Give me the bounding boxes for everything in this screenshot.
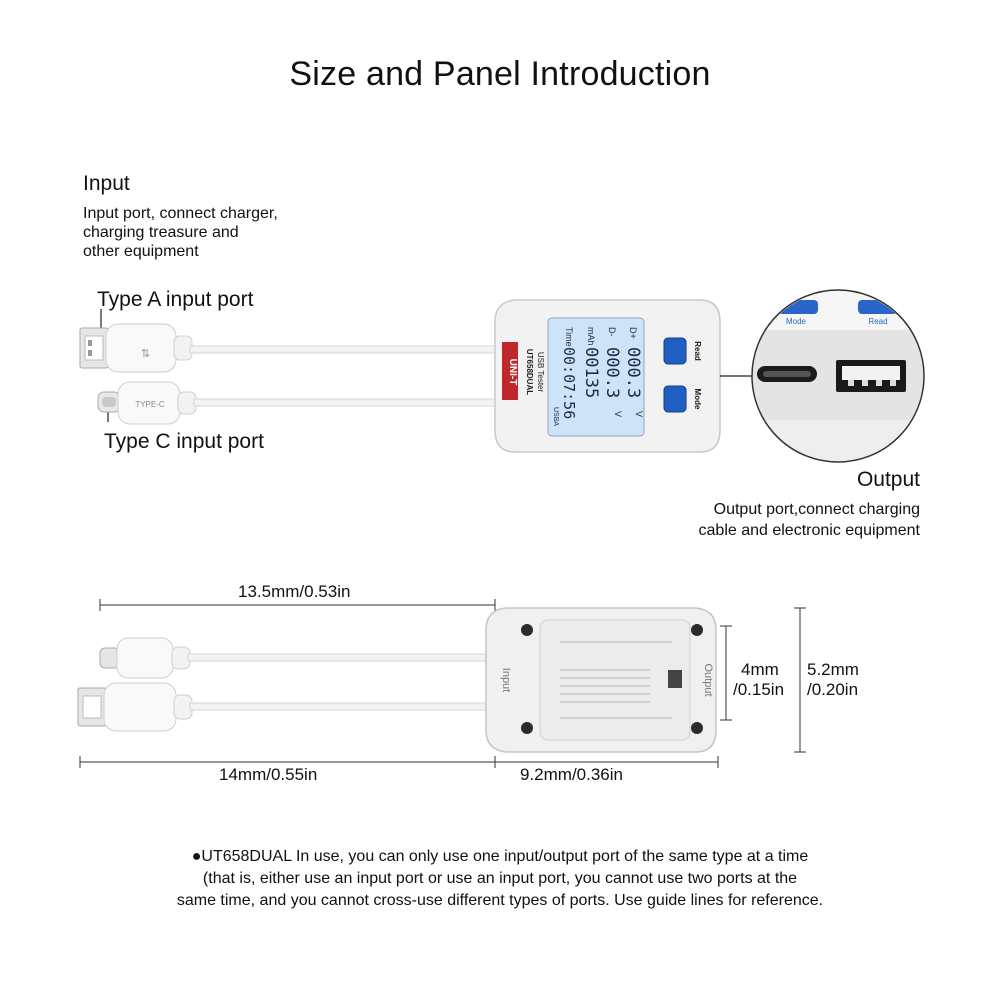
input-desc-line: Input port, connect charger, (83, 205, 278, 222)
screen-row-value: 00:07:56 (560, 347, 578, 419)
top-length-label: 13.5mm/0.53in (238, 582, 351, 601)
type-a-input-label: Type A input port (97, 288, 254, 311)
outer-height-line: 5.2mm (807, 660, 859, 679)
usb-c-cable-back (187, 653, 491, 662)
model-name: UT658DUAL (525, 349, 534, 395)
type-c-input-label: Type C input port (104, 430, 264, 453)
note-line: same time, and you cannot cross-use diff… (176, 892, 824, 909)
screen-row-unit: V (634, 411, 644, 417)
output-port-zoom: Mode Read (751, 289, 925, 463)
note-line-text: UT658DUAL In use, you can only use one i… (201, 848, 809, 865)
brand-logo: UNI-T (507, 359, 518, 386)
screw-icon (521, 624, 533, 636)
svg-text:⇄: ⇄ (139, 348, 151, 357)
zoom-mode-label: Mode (786, 317, 807, 326)
zoom-read-label: Read (868, 317, 887, 326)
mode-button (663, 385, 687, 413)
body-length-label: 9.2mm/0.36in (520, 765, 623, 784)
screen-row-name: Time (564, 327, 574, 347)
usb-a-cable (189, 345, 496, 354)
screen-row-value: 000.3 (602, 347, 622, 398)
device-front-view: ⇄ TYPE-C UNI-T UT658DUAL USB Tester D+ 0… (79, 289, 925, 463)
output-description: Output port,connect charging cable and e… (699, 499, 920, 541)
output-heading: Output (856, 468, 920, 491)
cable-type-label: TYPE-C (135, 400, 165, 409)
back-label-panel (539, 619, 691, 741)
outer-height-line: /0.20in (807, 680, 859, 699)
note-line: (that is, either use an input port or us… (202, 870, 798, 887)
usb-c-cable (193, 398, 496, 407)
inner-height-line: /0.15in (733, 680, 785, 699)
device-back-view: Input Output (77, 599, 806, 768)
input-description: Input port, connect charger, charging tr… (83, 204, 278, 261)
back-input-label: Input (500, 668, 512, 692)
usage-note: ●UT658DUAL In use, you can only use one … (0, 846, 1000, 912)
read-button (663, 337, 687, 365)
usb-c-plug-back (99, 637, 191, 679)
inner-height-label: 4mm /0.15in (733, 660, 784, 700)
lcd-screen (547, 317, 645, 437)
screw-icon (521, 722, 533, 734)
back-output-label: Output (702, 663, 714, 696)
qr-code-icon (668, 670, 682, 688)
usb-a-plug: ⇄ (79, 323, 193, 373)
output-desc-line: Output port,connect charging (713, 501, 920, 518)
screen-row-name: mAh (586, 327, 596, 346)
screw-icon (691, 624, 703, 636)
screen-row-name: D- (607, 327, 617, 337)
note-line: ●UT658DUAL In use, you can only use one … (0, 846, 1000, 868)
input-desc-line: charging treasure and (83, 224, 239, 241)
output-desc-line: cable and electronic equipment (698, 522, 920, 539)
mode-button-label: Mode (693, 389, 702, 410)
usb-c-plug: TYPE-C (97, 381, 197, 425)
page-title: Size and Panel Introduction (289, 55, 711, 93)
read-button-label: Read (693, 341, 702, 361)
brand-strip (502, 342, 518, 400)
screen-row-value: 000.3 (623, 347, 643, 398)
usb-port-indicator: USBA (552, 407, 559, 426)
device-subtitle: USB Tester (536, 352, 545, 393)
usb-a-plug-back (77, 682, 193, 732)
usb-a-cable-back (189, 702, 491, 711)
outer-height-label: 5.2mm /0.20in (807, 660, 859, 700)
screen-row-value: 00135 (581, 347, 601, 398)
screen-row-unit: V (613, 411, 623, 417)
bullet-icon: ● (191, 848, 202, 865)
input-desc-line: other equipment (83, 243, 199, 260)
screw-icon (691, 722, 703, 734)
bottom-length-label: 14mm/0.55in (219, 765, 318, 784)
inner-height-line: 4mm (741, 660, 779, 679)
screen-row-name: D+ (628, 327, 638, 339)
input-heading: Input (83, 172, 130, 195)
